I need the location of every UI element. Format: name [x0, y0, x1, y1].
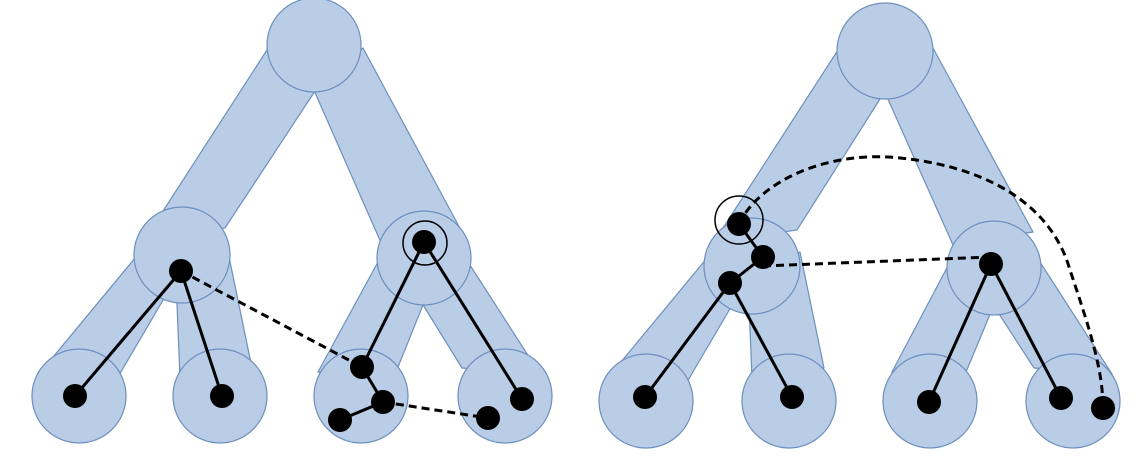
right-gene-leaf-1 [633, 385, 657, 409]
left-gene-tree [63, 220, 534, 432]
right-gene-node-a [727, 212, 751, 236]
left-gene-node-c [350, 355, 374, 379]
left-gene-node-e [328, 408, 352, 432]
right-edge-d-leaf4a [989, 262, 1063, 400]
right-species-tree [598, 2, 1121, 449]
left-gene-leaf-2 [210, 384, 234, 408]
left-highlight-ring [402, 220, 448, 266]
left-species-root [266, 0, 362, 93]
left-gene-leaf-4 [510, 387, 534, 411]
right-transfer-a-leaf4b [737, 155, 1105, 409]
left-edge-a-leaf2 [179, 269, 224, 398]
right-gene-leaf-3 [917, 390, 941, 414]
left-edge-b-leaf4 [422, 240, 524, 401]
right-gene-node-d [979, 252, 1003, 276]
right-species-root [836, 2, 934, 100]
left-transfer-d-f [382, 400, 489, 420]
left-panel [31, 0, 553, 444]
right-edge-c-leaf1 [643, 281, 732, 399]
right-highlight-ring [714, 195, 764, 245]
right-gene-leaf-4a [1049, 386, 1073, 410]
left-transfer-a-c [180, 269, 363, 369]
right-gene-leaf-2 [780, 385, 804, 409]
left-species-left-internal [133, 206, 231, 304]
right-edge-d-leaf3 [927, 262, 993, 404]
right-gene-leaf-4b [1091, 396, 1115, 420]
right-gene-node-c [718, 271, 742, 295]
right-gene-node-b [751, 245, 775, 269]
left-gene-node-f [476, 406, 500, 430]
left-edge-a-leaf1 [73, 269, 183, 398]
right-edge-c-leaf2 [728, 281, 794, 399]
left-gene-node-b [412, 230, 436, 254]
right-panel [598, 2, 1121, 449]
left-edge-b-c [360, 240, 426, 369]
left-gene-node-a [169, 259, 193, 283]
left-species-tree [31, 0, 553, 444]
left-species-leaf-4 [457, 348, 553, 444]
left-gene-node-d [371, 390, 395, 414]
left-gene-leaf-1 [63, 384, 87, 408]
right-gene-tree [633, 155, 1115, 420]
left-species-right-internal [376, 210, 472, 306]
